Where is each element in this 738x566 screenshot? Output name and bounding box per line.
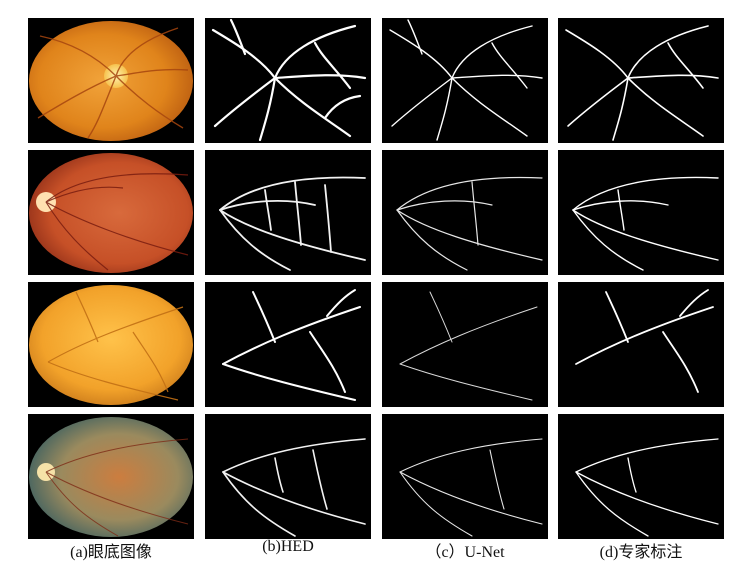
- caption-unet: （c）U-Net: [425, 544, 505, 561]
- hed-vessel-map-row4: [205, 414, 371, 539]
- caption-fundus: (a)眼底图像: [70, 544, 152, 561]
- unet-vessel-map-row3: [382, 282, 548, 407]
- unet-vessel-map-row4: [382, 414, 548, 539]
- fundus-image-row1: [28, 18, 194, 143]
- unet-vessel-map-row1: [382, 18, 548, 143]
- expert-annotation-row4: [558, 414, 724, 539]
- fundus-image-row3: [28, 282, 194, 407]
- hed-vessel-map-row1: [205, 18, 371, 143]
- hed-vessel-map-row2: [205, 150, 371, 275]
- fundus-image-row4: [28, 414, 194, 539]
- expert-annotation-row2: [558, 150, 724, 275]
- hed-vessel-map-row3: [205, 282, 371, 407]
- caption-hed: (b)HED: [262, 538, 314, 555]
- expert-annotation-row1: [558, 18, 724, 143]
- caption-expert: (d)专家标注: [599, 544, 683, 561]
- expert-annotation-row3: [558, 282, 724, 407]
- fundus-image-row2: [28, 150, 194, 275]
- unet-vessel-map-row2: [382, 150, 548, 275]
